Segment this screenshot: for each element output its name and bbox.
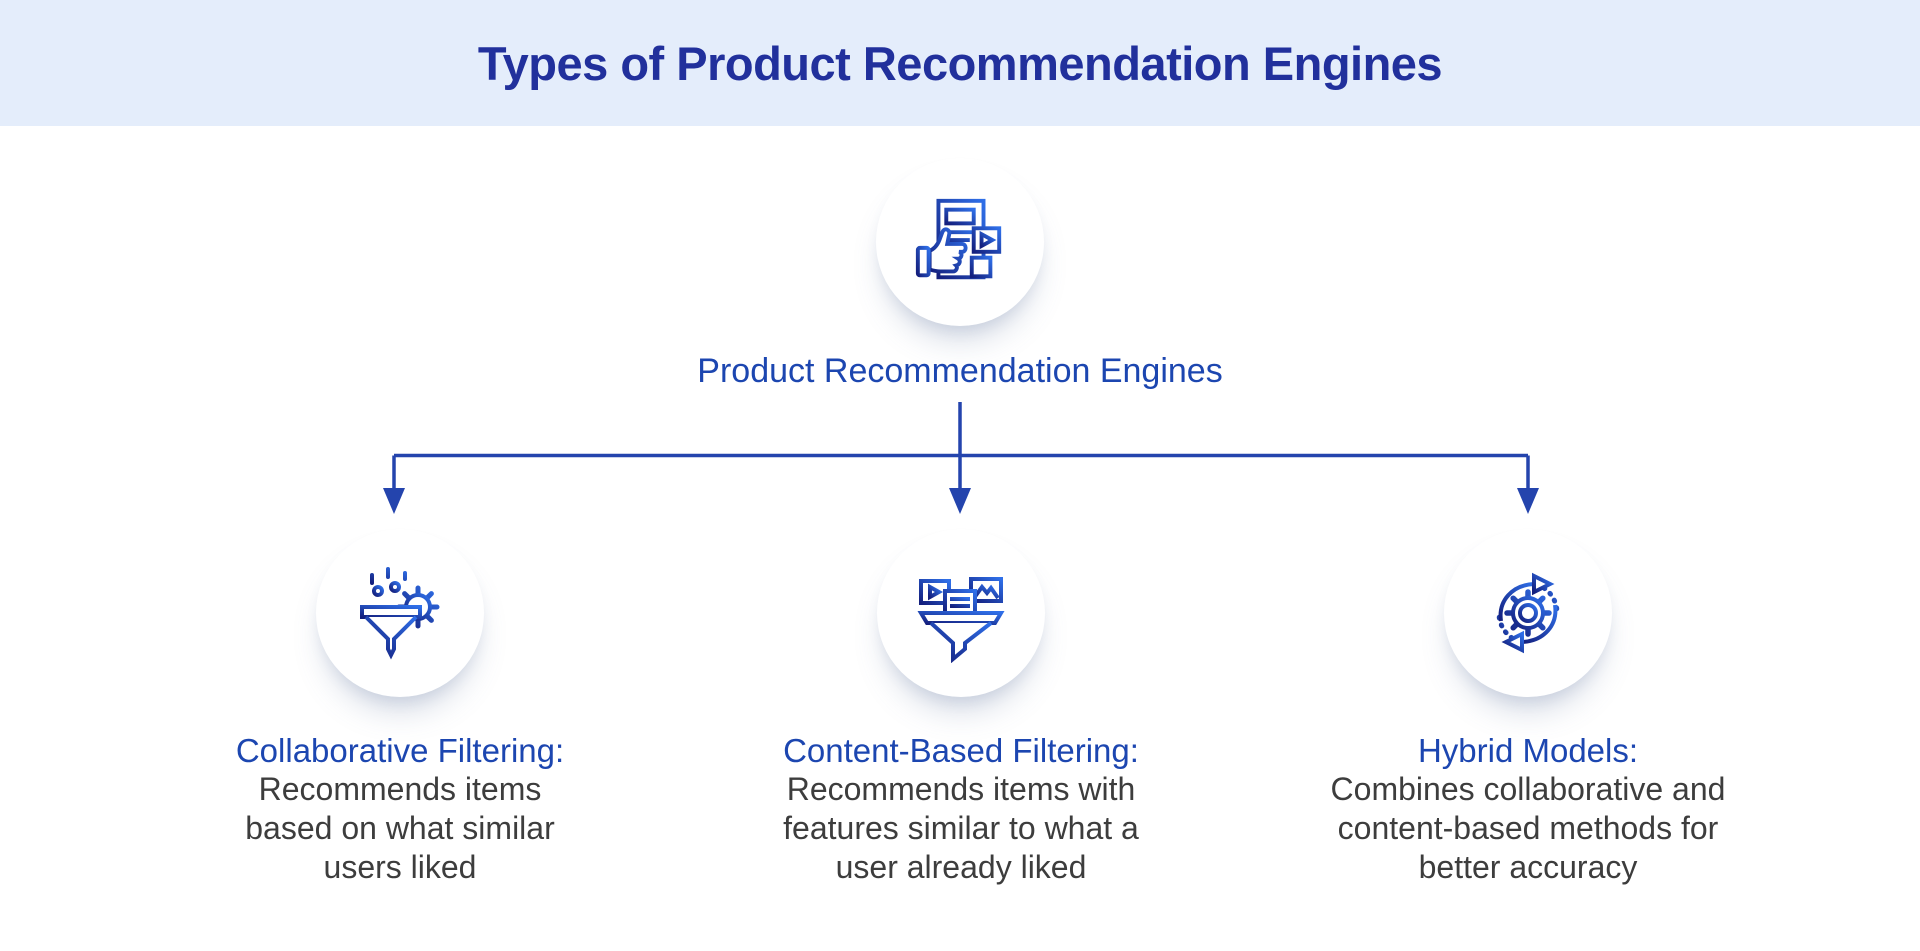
branch-heading: Content-Based Filtering: — [783, 732, 1139, 769]
page-title: Types of Product Recommendation Engines — [477, 36, 1443, 90]
funnel-gear-icon — [360, 567, 440, 660]
branch-desc-line: content-based methods for — [1337, 810, 1719, 846]
branch-heading: Hybrid Models: — [1417, 732, 1639, 769]
branch-desc-line: based on what similar — [245, 810, 555, 846]
collaborative-filtering-circle — [316, 529, 484, 697]
root-node-circle — [876, 158, 1044, 326]
collaborative-filtering-text: Collaborative Filtering: Recommends item… — [150, 731, 650, 887]
branch-desc-line: features similar to what a — [783, 810, 1139, 846]
branch-desc-line: Combines collaborative and — [1330, 771, 1726, 807]
cycle-gear-icon — [1496, 572, 1560, 654]
hybrid-models-text: Hybrid Models: Combines collaborative an… — [1278, 731, 1778, 887]
branch-desc-line: user already liked — [835, 849, 1087, 885]
recommended-media-thumbs-up-icon — [915, 198, 1002, 280]
header-band: Types of Product Recommendation Engines — [0, 0, 1920, 126]
media-into-funnel-icon — [917, 577, 1005, 663]
content-based-filtering-circle — [877, 529, 1045, 697]
hybrid-models-circle — [1444, 529, 1612, 697]
branch-desc-line: Recommends items — [258, 771, 542, 807]
branch-heading: Collaborative Filtering: — [235, 732, 565, 769]
content-based-filtering-text: Content-Based Filtering: Recommends item… — [711, 731, 1211, 887]
right-arrowhead-icon — [1517, 488, 1539, 514]
root-node-label: Product Recommendation Engines — [697, 352, 1223, 390]
left-arrowhead-icon — [383, 488, 405, 514]
branch-desc-line: Recommends items with — [786, 771, 1136, 807]
center-arrowhead-icon — [949, 488, 971, 514]
branch-desc-line: better accuracy — [1418, 849, 1638, 885]
branch-desc-line: users liked — [323, 849, 477, 885]
